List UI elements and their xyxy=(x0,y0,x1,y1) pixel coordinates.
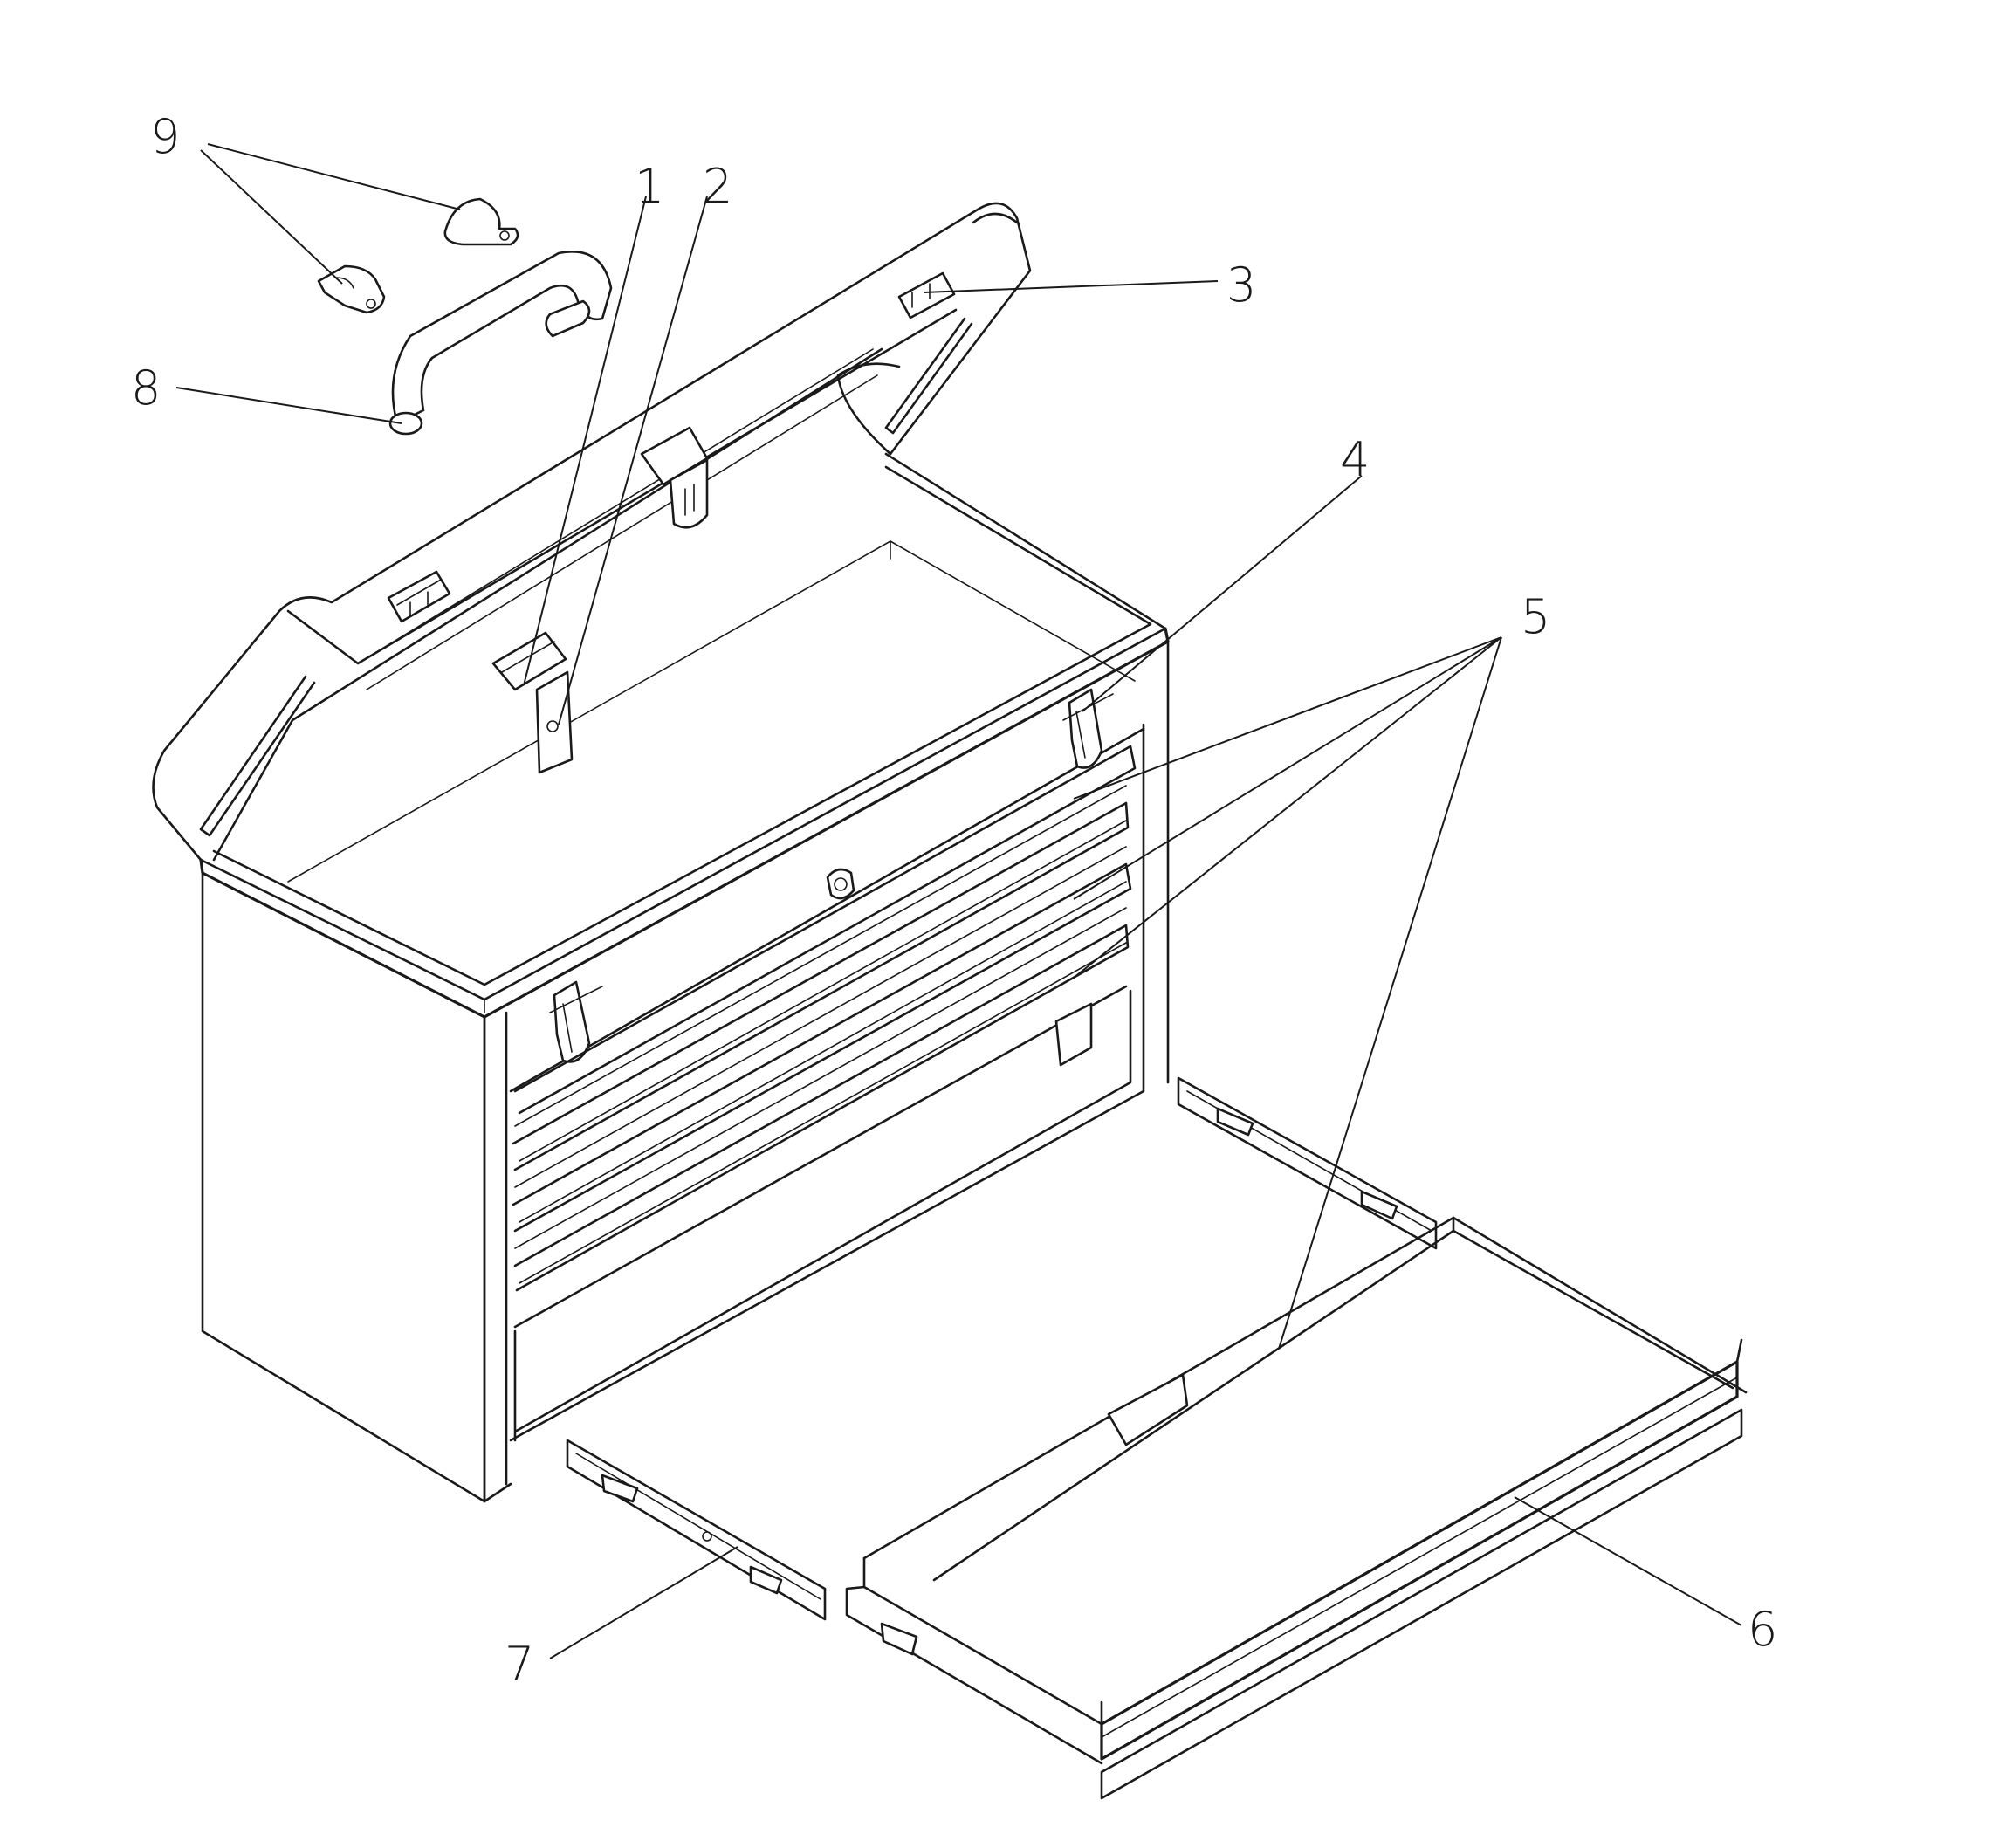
toolbox-body xyxy=(199,452,1170,1503)
callout-9: 9 xyxy=(150,109,180,164)
callout-4: 4 xyxy=(1340,432,1370,487)
carry-handle xyxy=(388,251,613,436)
drawer-slides xyxy=(566,1076,1438,1621)
callout-7: 7 xyxy=(505,1637,534,1692)
handle-brackets xyxy=(317,197,519,314)
callout-8: 8 xyxy=(131,361,161,416)
drawer xyxy=(845,1216,1748,1800)
leader-lines xyxy=(175,143,1742,1659)
callout-6: 6 xyxy=(1748,1602,1777,1657)
callout-2: 2 xyxy=(703,159,732,214)
callout-3: 3 xyxy=(1226,258,1256,313)
callout-1: 1 xyxy=(635,159,664,214)
lid xyxy=(152,202,1032,862)
callout-5: 5 xyxy=(1521,589,1550,644)
